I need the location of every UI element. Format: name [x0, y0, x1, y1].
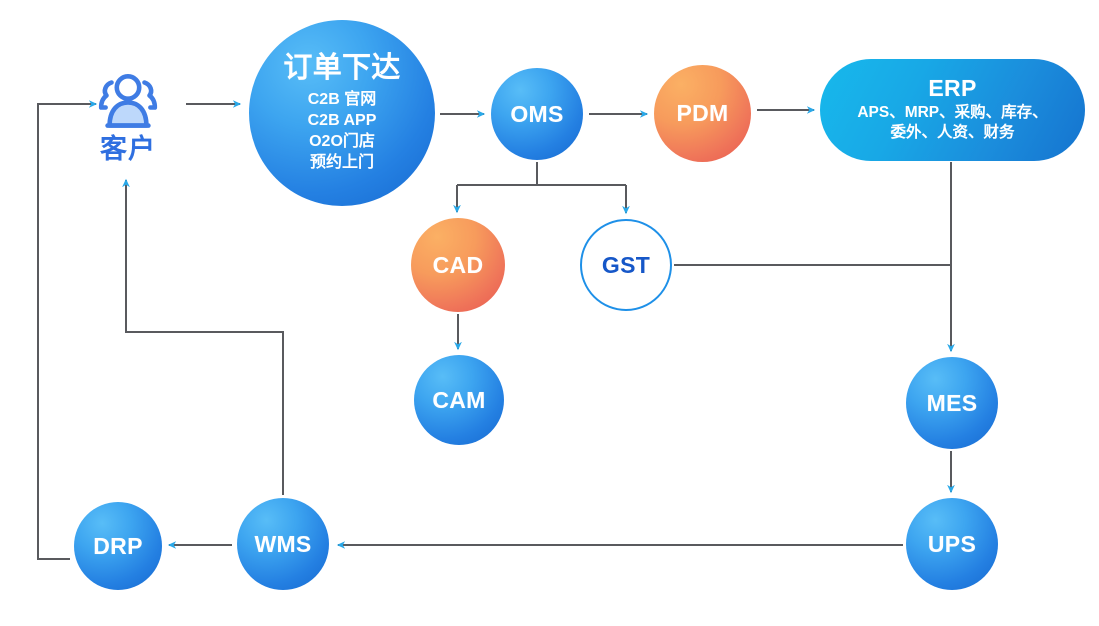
edge-wms-to-customer: [125, 186, 284, 495]
node-pdm-title: PDM: [676, 100, 729, 127]
node-oms[interactable]: OMS: [491, 68, 583, 160]
edge-drp-to-customer: [37, 103, 92, 560]
node-gst-title: GST: [601, 251, 651, 278]
node-oms-title: OMS: [510, 100, 564, 127]
node-mes[interactable]: MES: [906, 357, 998, 449]
node-mes-title: MES: [926, 389, 978, 416]
users-group-icon: [98, 73, 158, 128]
node-drp-title: DRP: [93, 532, 143, 559]
node-erp[interactable]: ERP APS、MRP、采购、库存、 委外、人资、财务: [820, 59, 1085, 161]
node-ups-title: UPS: [927, 530, 977, 557]
node-order-subtitle: C2B 官网 C2B APP O2O门店 预约上门: [307, 91, 377, 172]
node-order[interactable]: 订单下达 C2B 官网 C2B APP O2O门店 预约上门: [249, 20, 435, 206]
node-wms-title: WMS: [254, 530, 312, 557]
node-erp-subtitle: APS、MRP、采购、库存、 委外、人资、财务: [857, 103, 1048, 142]
node-cam[interactable]: CAM: [414, 355, 504, 445]
node-erp-title: ERP: [928, 75, 977, 102]
node-pdm[interactable]: PDM: [654, 65, 751, 162]
node-wms[interactable]: WMS: [237, 498, 329, 590]
node-drp[interactable]: DRP: [74, 502, 162, 590]
node-cad[interactable]: CAD: [411, 218, 505, 312]
node-cad-title: CAD: [432, 251, 484, 278]
node-customer[interactable]: 客户: [76, 52, 180, 182]
node-customer-label: 客户: [100, 133, 156, 164]
node-ups[interactable]: UPS: [906, 498, 998, 590]
node-gst[interactable]: GST: [580, 219, 672, 311]
node-order-title: 订单下达: [283, 51, 401, 84]
node-cam-title: CAM: [432, 386, 486, 413]
